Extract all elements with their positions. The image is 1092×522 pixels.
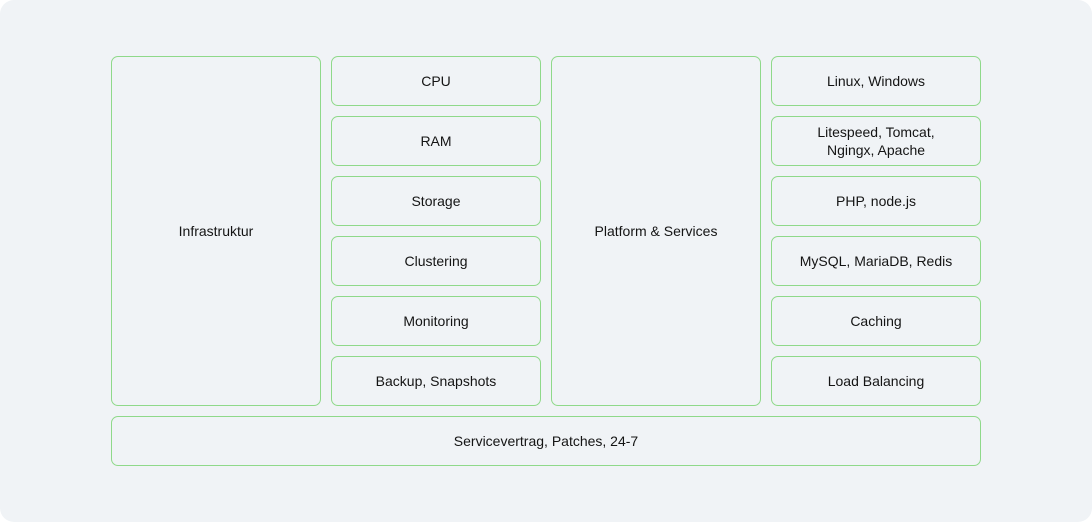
platform-item-runtimes: PHP, node.js <box>771 176 981 226</box>
platform-item-label: MySQL, MariaDB, Redis <box>799 253 953 269</box>
infrastructure-item-storage: Storage <box>331 176 541 226</box>
platform-item-label: Linux, Windows <box>826 73 926 89</box>
platform-item-webservers: Litespeed, Tomcat, Ngingx, Apache <box>771 116 981 166</box>
service-contract-bar: Servicevertrag, Patches, 24-7 <box>111 416 981 466</box>
platform-item-caching: Caching <box>771 296 981 346</box>
infrastructure-item-label: Storage <box>411 193 461 209</box>
infrastructure-item-backup: Backup, Snapshots <box>331 356 541 406</box>
service-contract-label: Servicevertrag, Patches, 24-7 <box>453 433 639 449</box>
infrastructure-item-cpu: CPU <box>331 56 541 106</box>
infrastructure-item-label: CPU <box>421 73 451 89</box>
infrastructure-item-label: Backup, Snapshots <box>375 373 497 389</box>
infrastructure-block: Infrastruktur <box>111 56 321 406</box>
platform-item-label: PHP, node.js <box>836 193 916 209</box>
platform-label: Platform & Services <box>594 223 718 239</box>
infrastructure-label: Infrastruktur <box>178 223 254 239</box>
infrastructure-item-label: Monitoring <box>403 313 469 329</box>
platform-item-label: Caching <box>850 313 902 329</box>
platform-item-os: Linux, Windows <box>771 56 981 106</box>
platform-item-load-balancing: Load Balancing <box>771 356 981 406</box>
infrastructure-item-monitoring: Monitoring <box>331 296 541 346</box>
platform-block: Platform & Services <box>551 56 761 406</box>
infrastructure-item-clustering: Clustering <box>331 236 541 286</box>
platform-item-label: Litespeed, Tomcat, Ngingx, Apache <box>817 124 935 158</box>
infrastructure-item-label: RAM <box>420 133 452 149</box>
platform-item-databases: MySQL, MariaDB, Redis <box>771 236 981 286</box>
platform-item-label: Load Balancing <box>827 373 925 389</box>
infrastructure-item-ram: RAM <box>331 116 541 166</box>
infrastructure-item-label: Clustering <box>404 253 468 269</box>
